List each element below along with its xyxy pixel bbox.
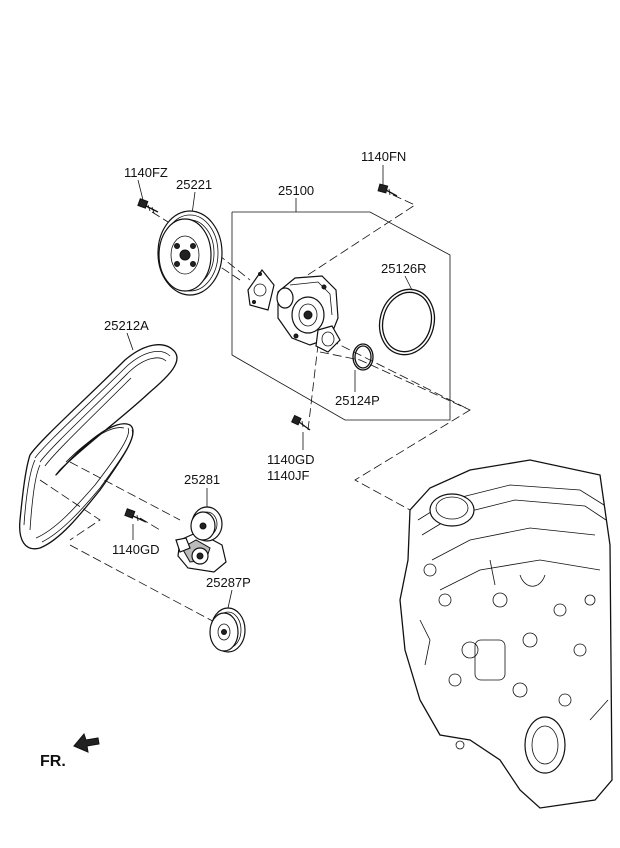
idler-pulley-25287p [209,607,246,653]
label-1140gd-upper: 1140GD [267,452,314,467]
engine-block [399,459,613,809]
bolt-1140fn-icon [377,183,398,197]
label-1140jf: 1140JF [267,468,309,483]
o-ring-25124p [352,343,374,371]
o-ring-25126r [378,288,436,356]
bolt-1140fz-icon [137,198,159,214]
label-front: FR. [40,753,66,770]
label-25221: 25221 [176,177,212,192]
label-25287p: 25287P [206,575,251,590]
label-25281: 25281 [184,472,220,487]
water-pump-assembly-outline [231,211,451,421]
leader-lines [39,165,471,626]
pump-gasket [247,268,275,311]
label-1140gd-lower: 1140GD [112,542,159,557]
label-25212a: 25212A [104,318,149,333]
bolt-1140gd-jf-icon [291,414,311,431]
front-direction-arrow-icon [73,732,100,753]
label-1140fn: 1140FN [361,149,406,164]
label-25124p: 25124P [335,393,380,408]
label-1140fz: 1140FZ [124,165,168,180]
water-pump-25100 [276,275,341,353]
label-25100: 25100 [278,183,314,198]
drive-belt-25212a [19,344,178,550]
bolt-1140gd-icon [124,508,147,523]
tensioner-25281 [175,506,227,573]
pulley-25221 [157,210,223,296]
label-25126r: 25126R [381,261,427,276]
